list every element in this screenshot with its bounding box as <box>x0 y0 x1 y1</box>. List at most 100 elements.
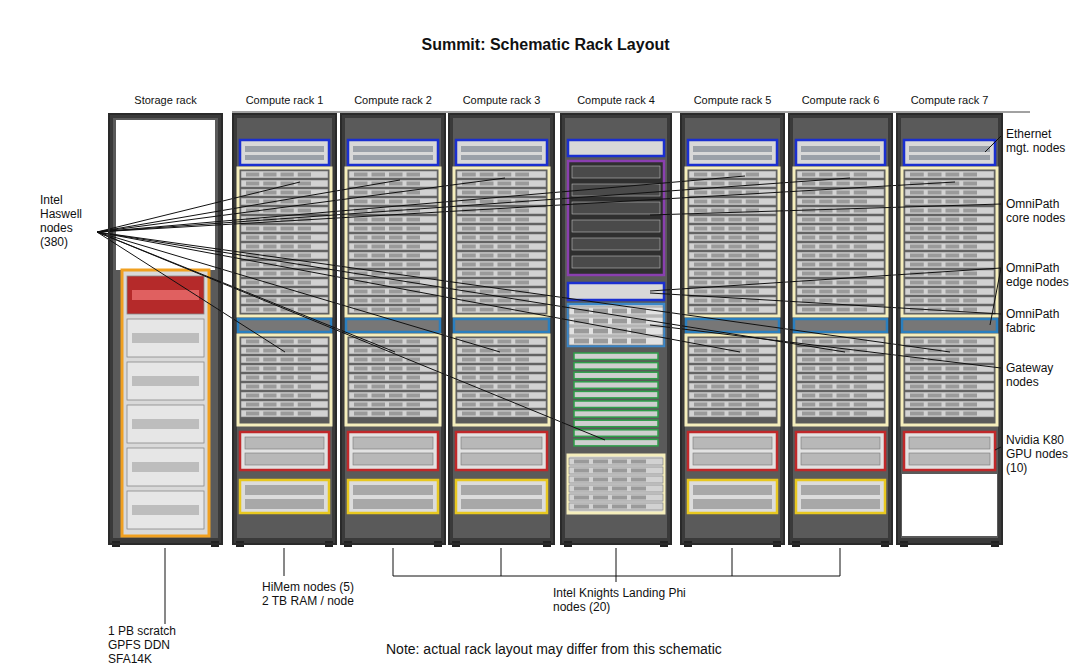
knl-unit <box>574 391 658 398</box>
drive-bay <box>407 200 421 204</box>
drive-bay <box>462 349 476 353</box>
ethernet-switch <box>568 140 664 156</box>
drive-bay <box>480 394 494 398</box>
disk-shelf <box>127 276 204 314</box>
drive-bay <box>389 254 403 258</box>
bracket-line <box>732 548 733 576</box>
drive-bay <box>263 227 276 231</box>
drive-bay <box>910 281 924 285</box>
drive-bay <box>263 182 276 186</box>
drive-bay <box>574 469 589 473</box>
drive-bay <box>298 209 311 213</box>
drive-bay <box>854 254 867 258</box>
drive-bay <box>480 281 494 285</box>
drive-bay <box>593 460 608 464</box>
drive-bay <box>711 299 724 303</box>
drive-bay <box>281 254 294 258</box>
drive-bay <box>515 367 529 371</box>
drive-bay <box>802 308 815 312</box>
drive-bay <box>729 403 742 407</box>
knl-unit <box>574 372 658 379</box>
drive-bay <box>802 218 815 222</box>
server-unit <box>569 307 663 315</box>
drive-bay <box>498 245 512 249</box>
disk-shelf-panel <box>132 419 199 429</box>
server-unit <box>797 306 884 313</box>
drive-bay <box>372 376 386 380</box>
drive-bay <box>694 227 707 231</box>
drive-bay <box>963 218 977 222</box>
drive-bay <box>963 272 977 276</box>
server-unit <box>241 365 328 372</box>
core-unit <box>572 238 660 250</box>
drive-bay <box>963 200 977 204</box>
drive-bay <box>910 173 924 177</box>
drive-bay <box>246 263 259 267</box>
knl-unit <box>574 401 658 408</box>
core-unit <box>572 220 660 232</box>
disk-shelf-panel <box>132 333 199 343</box>
drive-bay <box>281 385 294 389</box>
drive-bay <box>246 412 259 416</box>
drive-bay <box>263 236 276 240</box>
server-unit <box>457 401 546 408</box>
drive-bay <box>963 403 977 407</box>
drive-bay <box>837 358 850 362</box>
drive-bay <box>711 308 724 312</box>
drive-bay <box>462 263 476 267</box>
server-unit <box>349 374 437 381</box>
rack: Compute rack 6 <box>788 113 893 545</box>
drive-bay <box>354 218 368 222</box>
server-unit <box>797 171 884 178</box>
drive-bay <box>963 340 977 344</box>
drive-bay <box>910 254 924 258</box>
server-unit <box>689 225 776 232</box>
drive-bay <box>854 218 867 222</box>
drive-bay <box>946 272 960 276</box>
server-unit <box>349 356 437 363</box>
switch-ports <box>353 155 433 160</box>
drive-bay <box>910 263 924 267</box>
drive-bay <box>281 272 294 276</box>
drive-bay <box>407 385 421 389</box>
server-unit <box>905 338 994 345</box>
drive-bay <box>354 173 368 177</box>
drive-bay <box>515 358 529 362</box>
server-unit <box>457 243 546 250</box>
drive-bay <box>389 236 403 240</box>
drive-bay <box>515 254 529 258</box>
drive-bay <box>963 290 977 294</box>
drive-bay <box>515 376 529 380</box>
drive-bay <box>462 191 476 195</box>
drive-bay <box>480 358 494 362</box>
drive-bay <box>819 218 832 222</box>
drive-bay <box>631 460 646 464</box>
gpu-box <box>796 432 885 470</box>
server-unit <box>905 279 994 286</box>
drive-bay <box>407 245 421 249</box>
drive-bay <box>246 349 259 353</box>
server-unit <box>797 270 884 277</box>
drive-bay <box>854 191 867 195</box>
drive-bay <box>389 340 403 344</box>
switch-ports <box>461 155 542 160</box>
drive-bay <box>946 218 960 222</box>
haswell-box <box>686 335 779 425</box>
drive-bay <box>910 394 924 398</box>
drive-bay <box>515 394 529 398</box>
drive-bay <box>462 367 476 371</box>
drive-bay <box>593 505 608 509</box>
drive-bay <box>298 191 311 195</box>
drive-bay <box>854 173 867 177</box>
server-unit <box>905 216 994 223</box>
knl-unit <box>574 353 658 360</box>
drive-bay <box>802 367 815 371</box>
drive-bay <box>462 245 476 249</box>
drive-bay <box>819 394 832 398</box>
drive-bay <box>854 376 867 380</box>
drive-bay <box>946 412 960 416</box>
drive-bay <box>854 182 867 186</box>
drive-bay <box>854 299 867 303</box>
drive-bay <box>837 308 850 312</box>
leader-line <box>165 548 166 624</box>
